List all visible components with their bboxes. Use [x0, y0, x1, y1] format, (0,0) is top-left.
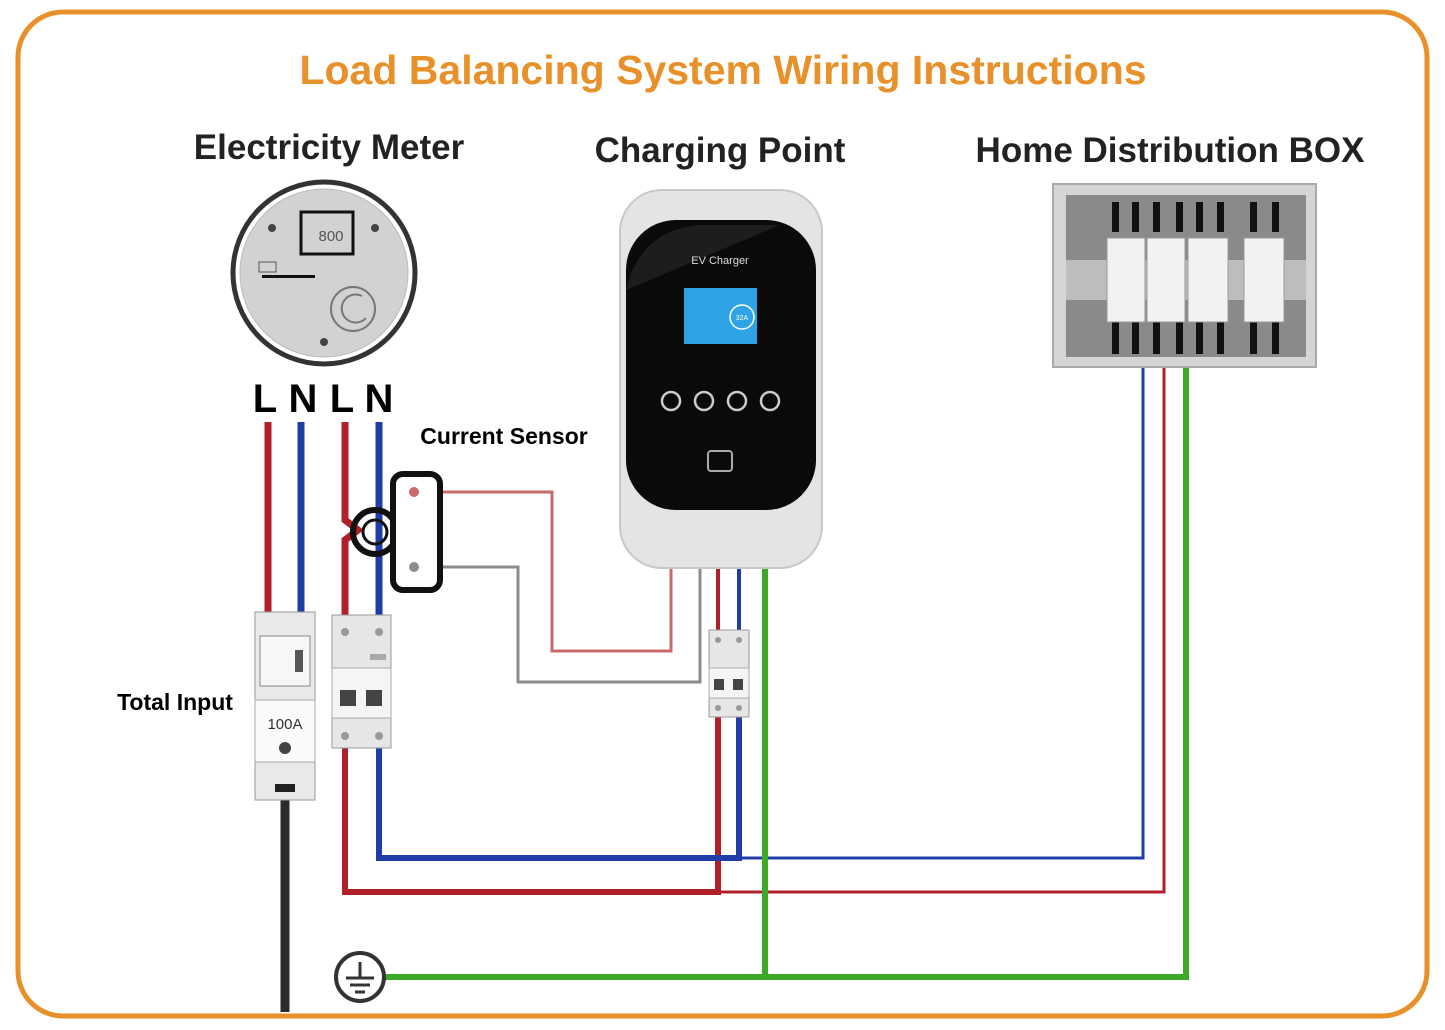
frame-border: [15, 9, 1430, 1019]
total-input-label: Total Input: [117, 689, 233, 715]
double-breaker: [331, 614, 392, 749]
box-heading: Home Distribution BOX: [976, 131, 1366, 170]
electricity-meter: 800: [230, 179, 418, 367]
current-sensor-label: Current Sensor: [420, 423, 587, 449]
current-sensor: [350, 471, 443, 593]
earth-wire: [385, 368, 1189, 980]
svg-text:L: L: [330, 377, 354, 421]
ground-icon: [334, 951, 386, 1003]
meter-display: 800: [318, 228, 343, 245]
neutral-bus: [376, 716, 742, 861]
charger-brand: EV Charger: [691, 255, 749, 267]
live-to-box: [718, 368, 1166, 894]
live-bus: [342, 716, 721, 895]
charger-current: 32A: [736, 315, 749, 322]
wires: [264, 368, 1189, 1012]
main-breaker: 100A: [254, 611, 316, 801]
distribution-box: [1052, 183, 1317, 368]
breaker-rating: 100A: [267, 716, 302, 733]
terminal-labels: L N L N: [253, 377, 394, 421]
meter-heading: Electricity Meter: [194, 128, 465, 167]
charger-breaker: [708, 629, 750, 718]
neutral-to-box: [739, 368, 1145, 860]
sensor-wire-2: [414, 565, 702, 684]
live-wire-meter-out: [341, 422, 364, 617]
diagram-title: Load Balancing System Wiring Instruction…: [299, 47, 1146, 93]
svg-text:N: N: [289, 377, 318, 421]
charger-screen: [684, 288, 757, 344]
svg-text:L: L: [253, 377, 277, 421]
sensor-wire-1: [414, 490, 673, 653]
svg-text:N: N: [365, 377, 394, 421]
ev-charger: EV Charger 32A: [619, 189, 823, 569]
charger-heading: Charging Point: [595, 131, 846, 170]
